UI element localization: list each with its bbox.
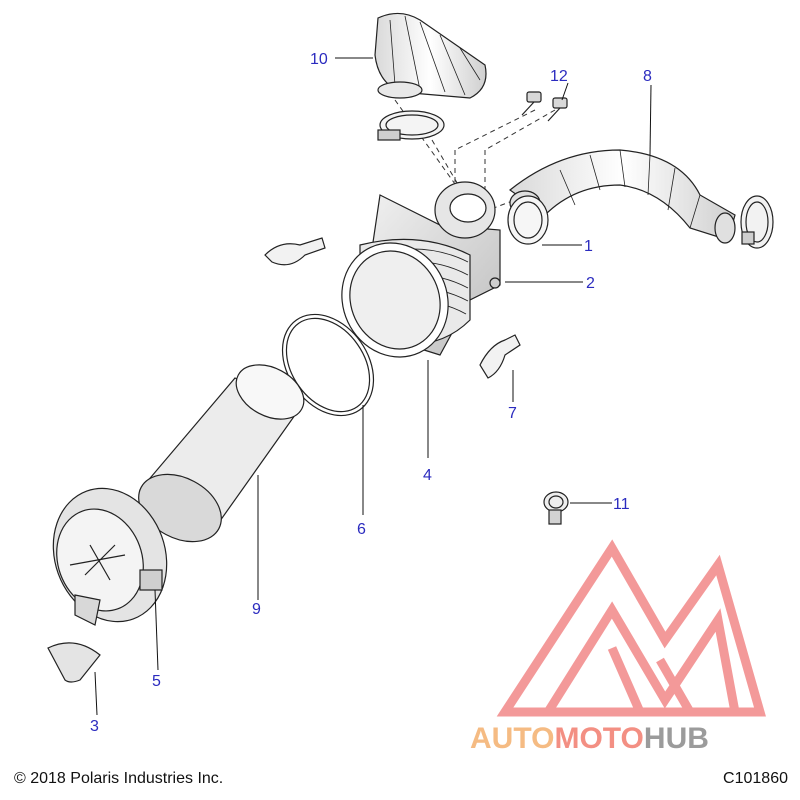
- part-7-spring-clip-right: [479, 334, 521, 379]
- part-4-airbox-housing: [341, 181, 501, 358]
- svg-text:AUTOMOTOHUB: AUTOMOTOHUB: [470, 722, 709, 755]
- diagram-code: C101860: [723, 770, 788, 787]
- part-10-clamp: [377, 110, 445, 141]
- callout-3: 3: [90, 718, 99, 735]
- copyright-text: © 2018 Polaris Industries Inc.: [14, 770, 224, 787]
- callout-4: 4: [423, 467, 432, 484]
- part-3-drain-valve: [47, 642, 101, 683]
- part-5-end-cap: [52, 487, 168, 626]
- watermark-hub: HUB: [644, 722, 709, 755]
- watermark-auto: AUTO: [470, 722, 554, 755]
- part-7-spring-clip-left: [264, 237, 326, 266]
- leader-lines: [94, 57, 652, 716]
- callout-7: 7: [508, 405, 517, 422]
- callout-2: 2: [586, 275, 595, 292]
- part-11-hose-clamp: [543, 491, 569, 525]
- callout-5: 5: [152, 673, 161, 690]
- watermark-logo-icon: [496, 539, 766, 717]
- callout-1: 1: [584, 238, 593, 255]
- callout-11: 11: [613, 496, 630, 513]
- callout-10: 10: [310, 51, 328, 68]
- callout-12: 12: [550, 68, 568, 85]
- automotohub-watermark: AUTOMOTOHUB: [470, 539, 766, 755]
- part-9-air-filter: [138, 364, 305, 543]
- part-12-bolts: [521, 91, 568, 122]
- callout-8: 8: [643, 68, 652, 85]
- callout-numbers: 10 12 8 1 2 7 4 11 6 9 5 3: [90, 51, 652, 735]
- part-1-clamp: [507, 195, 549, 245]
- part-8-clamp: [740, 195, 774, 249]
- watermark-moto: MOTO: [554, 722, 643, 755]
- callout-6: 6: [357, 521, 366, 538]
- callout-9: 9: [252, 601, 261, 618]
- part-10-elbow-duct: [374, 12, 487, 99]
